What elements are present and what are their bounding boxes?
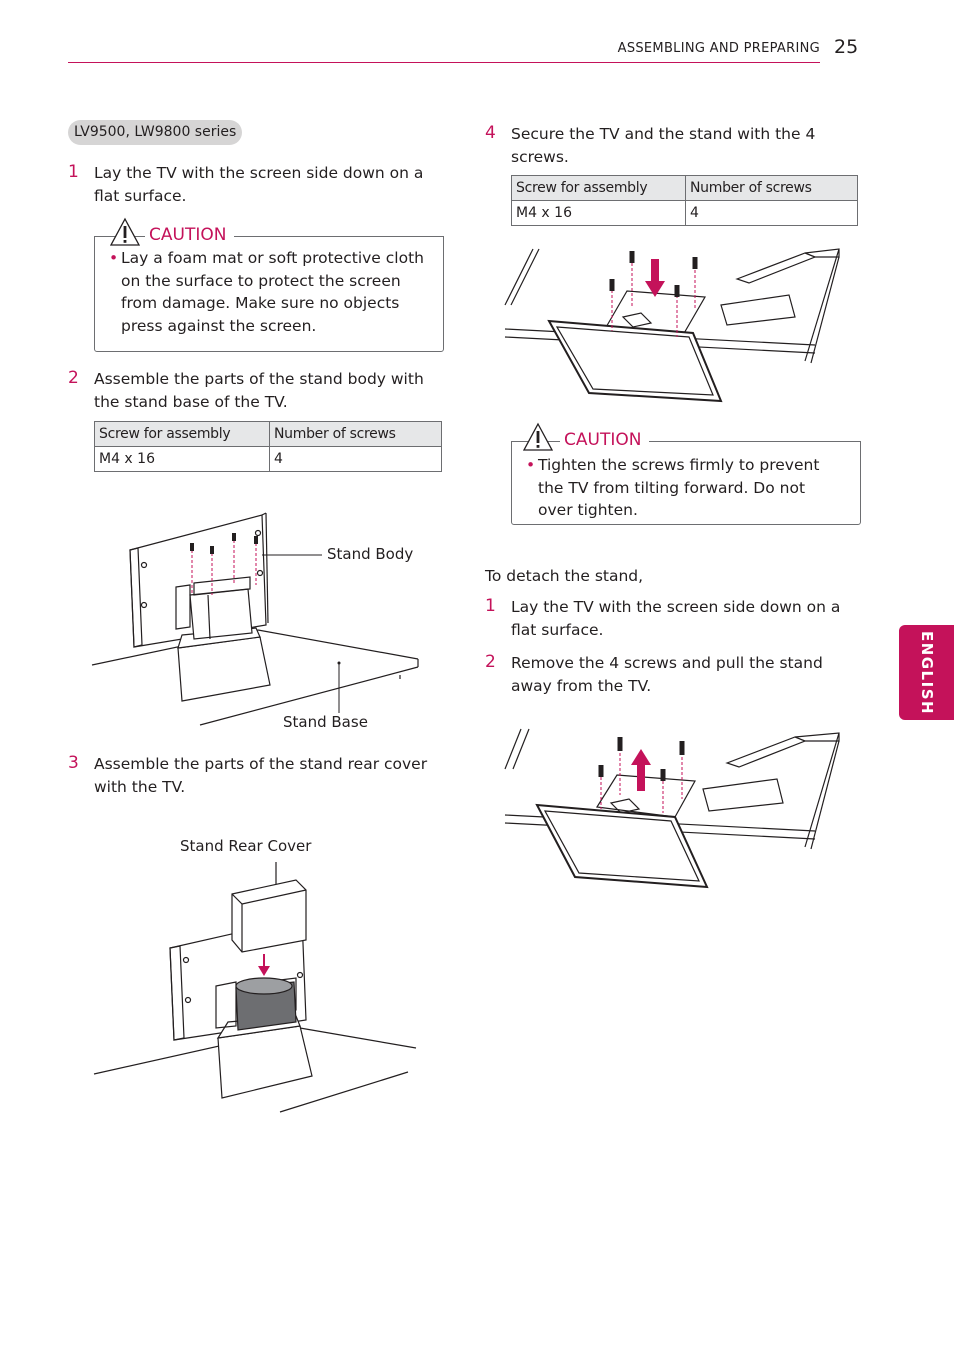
table-header-screw: Screw for assembly bbox=[94, 421, 270, 447]
step-text: Assemble the parts of the stand rear cov… bbox=[94, 755, 428, 796]
caution-title: CAUTION bbox=[145, 223, 235, 247]
caution-box-1: CAUTION • Lay a foam mat or soft protect… bbox=[94, 236, 444, 352]
caution-triangle-icon bbox=[522, 422, 554, 452]
running-header-section: ASSEMBLING AND PREPARING bbox=[617, 41, 820, 56]
table-header-screw: Screw for assembly bbox=[511, 175, 686, 201]
bullet: • bbox=[109, 249, 119, 267]
detach-step-1: 1 Lay the TV with the screen side down o… bbox=[485, 596, 865, 642]
remove-screws-illustration bbox=[505, 725, 845, 890]
screw-icon bbox=[190, 533, 258, 554]
arrow-down-icon bbox=[645, 259, 665, 297]
label-stand-rear-cover: Stand Rear Cover bbox=[180, 837, 312, 855]
language-tab-label: ENGLISH bbox=[917, 630, 936, 715]
caution-triangle-icon bbox=[109, 217, 141, 247]
step-1: 1 Lay the TV with the screen side down o… bbox=[68, 162, 448, 208]
screw-table-1: Screw for assembly Number of screws M4 x… bbox=[94, 421, 442, 472]
table-cell-screw: M4 x 16 bbox=[94, 446, 270, 472]
table-cell-count: 4 bbox=[685, 200, 858, 226]
table-header-count: Number of screws bbox=[685, 175, 858, 201]
step-number: 1 bbox=[485, 596, 496, 616]
secure-screws-illustration bbox=[505, 245, 845, 405]
step-3: 3 Assemble the parts of the stand rear c… bbox=[68, 753, 448, 799]
step-text: Lay the TV with the screen side down on … bbox=[94, 164, 424, 205]
step-text: Remove the 4 screws and pull the stand a… bbox=[511, 654, 823, 695]
table-cell-count: 4 bbox=[269, 446, 442, 472]
screw-icon bbox=[598, 737, 685, 781]
table-header-count: Number of screws bbox=[269, 421, 442, 447]
caution-text: Tighten the screws firmly to prevent the… bbox=[538, 456, 820, 519]
step-text: Secure the TV and the stand with the 4 s… bbox=[511, 125, 816, 166]
series-label: LV9500, LW9800 series bbox=[68, 120, 243, 145]
step-text: Lay the TV with the screen side down on … bbox=[511, 598, 841, 639]
stand-rear-cover-illustration bbox=[90, 860, 430, 1115]
step-number: 1 bbox=[68, 162, 79, 182]
step-number: 2 bbox=[485, 652, 496, 672]
step-4: 4 Secure the TV and the stand with the 4… bbox=[485, 123, 865, 169]
label-stand-body: Stand Body bbox=[327, 545, 414, 563]
detach-intro: To detach the stand, bbox=[485, 567, 644, 585]
step-2: 2 Assemble the parts of the stand body w… bbox=[68, 368, 448, 414]
step-number: 3 bbox=[68, 753, 79, 773]
screw-icon bbox=[609, 251, 698, 297]
arrow-down-icon bbox=[258, 954, 270, 976]
bullet: • bbox=[526, 456, 536, 474]
stand-body-base-illustration bbox=[90, 505, 430, 730]
screw-table-2: Screw for assembly Number of screws M4 x… bbox=[511, 175, 858, 226]
table-cell-screw: M4 x 16 bbox=[511, 200, 686, 226]
header-rule bbox=[68, 62, 820, 63]
detach-step-2: 2 Remove the 4 screws and pull the stand… bbox=[485, 652, 865, 698]
language-tab: ENGLISH bbox=[899, 625, 954, 720]
label-stand-base: Stand Base bbox=[283, 713, 368, 731]
page-number: 25 bbox=[834, 36, 859, 58]
step-number: 4 bbox=[485, 123, 496, 143]
arrow-up-icon bbox=[631, 749, 651, 791]
caution-text: Lay a foam mat or soft protective cloth … bbox=[121, 249, 424, 335]
caution-box-2: CAUTION • Tighten the screws firmly to p… bbox=[511, 441, 861, 525]
caution-title: CAUTION bbox=[560, 428, 650, 452]
step-number: 2 bbox=[68, 368, 79, 388]
step-text: Assemble the parts of the stand body wit… bbox=[94, 370, 424, 411]
